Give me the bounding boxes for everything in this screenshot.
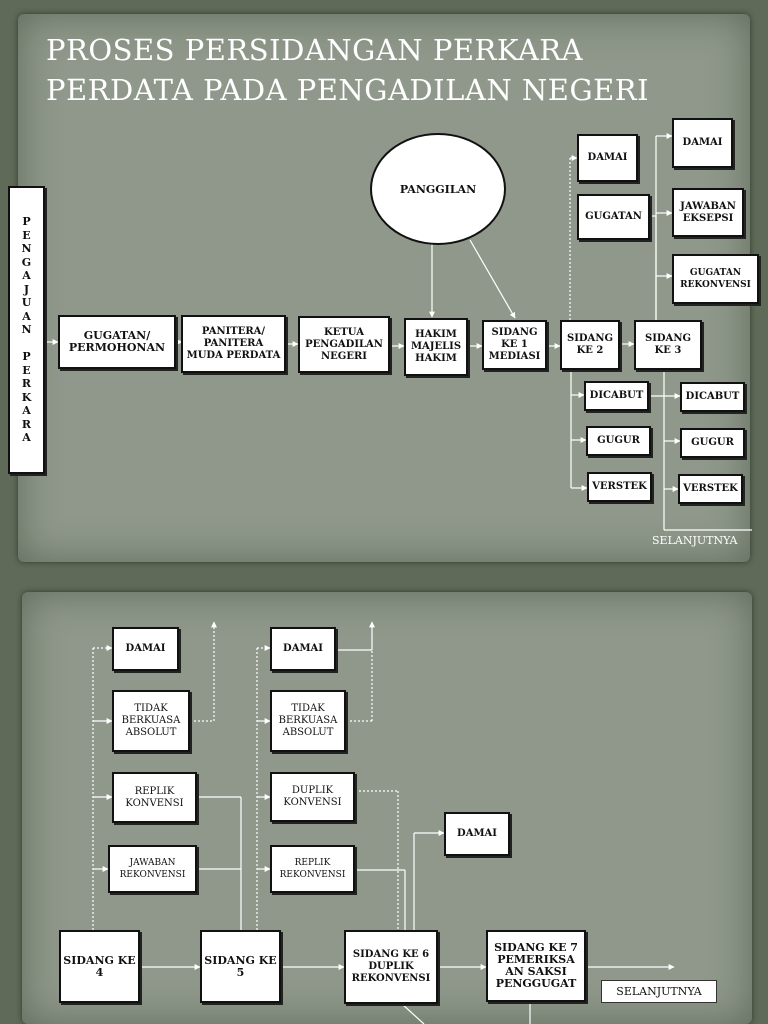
vertical-letter: P xyxy=(22,215,31,229)
damai-box: DAMAI xyxy=(270,627,336,671)
gugatan-rekonvensi-box: GUGATAN REKONVENSI xyxy=(672,254,759,304)
sidang-7-box: SIDANG KE 7 PEMERIKSA AN SAKSI PENGGUGAT xyxy=(486,930,586,1002)
sidang-3-box: SIDANG KE 3 xyxy=(634,320,702,370)
verstek-box: VERSTEK xyxy=(678,474,743,504)
vertical-letter: P xyxy=(22,350,31,364)
panitera-box: PANITERA/ PANITERA MUDA PERDATA xyxy=(181,315,286,373)
gugur-box: GUGUR xyxy=(586,426,651,456)
vertical-letter: E xyxy=(22,363,31,377)
panggilan-oval: PANGGILAN xyxy=(370,133,506,245)
vertical-letter: A xyxy=(22,309,31,323)
gugatan-box: GUGATAN xyxy=(577,194,650,240)
vertical-letter: A xyxy=(22,404,31,418)
selanjutnya-box: SELANJUTNYA xyxy=(601,980,717,1003)
vertical-letter xyxy=(25,337,29,351)
top-panel xyxy=(18,14,750,562)
vertical-letter: N xyxy=(21,323,32,337)
sidang-5-box: SIDANG KE 5 xyxy=(200,930,281,1003)
duplik-konvensi-box: DUPLIK KONVENSI xyxy=(270,772,355,822)
gugatan-permohonan-box: GUGATAN/ PERMOHONAN xyxy=(58,315,176,369)
damai-box: DAMAI xyxy=(112,627,179,671)
gugur-box: GUGUR xyxy=(680,428,745,458)
vertical-letter: K xyxy=(21,390,32,404)
vertical-letter: A xyxy=(22,269,31,283)
vertical-letter: G xyxy=(21,255,32,269)
sidang-4-box: SIDANG KE 4 xyxy=(59,930,140,1003)
vertical-letter: N xyxy=(21,242,32,256)
damai-box: DAMAI xyxy=(444,812,510,856)
dicabut-box: DICABUT xyxy=(680,382,745,412)
ketua-pengadilan-box: KETUA PENGADILAN NEGERI xyxy=(298,316,390,373)
page-title: PROSES PERSIDANGAN PERKARA PERDATA PADA … xyxy=(46,33,650,107)
hakim-majelis-box: HAKIM MAJELIS HAKIM xyxy=(404,318,468,376)
vertical-letter: U xyxy=(21,296,32,310)
sidang-6-box: SIDANG KE 6 DUPLIK REKONVENSI xyxy=(344,930,438,1004)
vertical-letter: R xyxy=(21,377,32,391)
vertical-letter: A xyxy=(22,431,31,445)
sidang-1-box: SIDANG KE 1 MEDIASI xyxy=(482,320,547,370)
replik-rekonvensi-box: REPLIK REKONVENSI xyxy=(270,845,355,893)
damai-box: DAMAI xyxy=(672,118,733,168)
sidang-2-box: SIDANG KE 2 xyxy=(560,320,620,370)
vertical-letter: J xyxy=(23,282,30,296)
vertical-letter: R xyxy=(21,417,32,431)
jawaban-rekonvensi-box: JAWABAN REKONVENSI xyxy=(108,845,197,893)
pengajuan-perkara-box: P E N G A J U A N P E R K A R A xyxy=(8,186,45,474)
replik-konvensi-box: REPLIK KONVENSI xyxy=(112,772,197,823)
vertical-letter: E xyxy=(22,228,31,242)
verstek-box: VERSTEK xyxy=(587,472,652,502)
damai-box: DAMAI xyxy=(577,134,638,182)
dicabut-box: DICABUT xyxy=(584,381,649,411)
tidak-berkuasa-absolut-box: TIDAK BERKUASA ABSOLUT xyxy=(270,690,346,752)
tidak-berkuasa-absolut-box: TIDAK BERKUASA ABSOLUT xyxy=(112,690,190,752)
selanjutnya-label: SELANJUTNYA xyxy=(652,534,738,547)
jawaban-eksepsi-box: JAWABAN EKSEPSI xyxy=(672,188,744,237)
